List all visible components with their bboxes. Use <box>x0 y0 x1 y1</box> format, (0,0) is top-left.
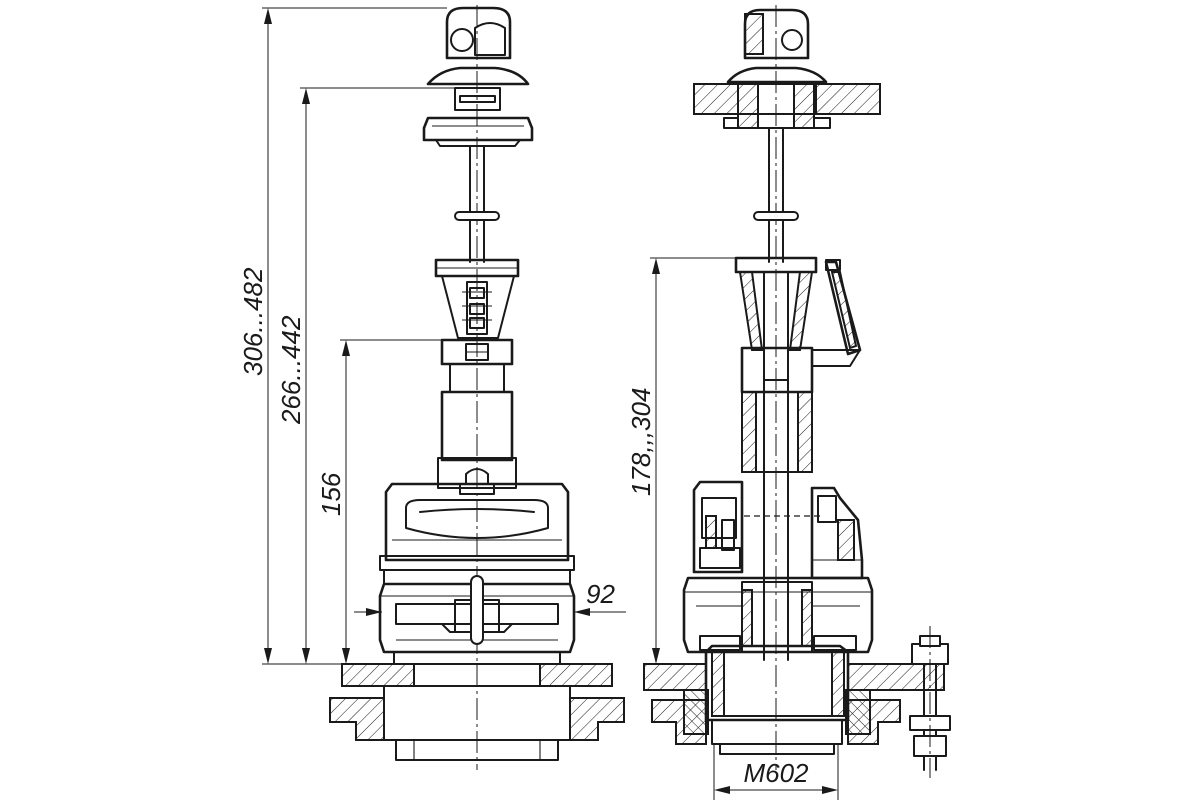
front-knob <box>426 6 530 111</box>
dim-overall-height: 306...482 <box>238 267 268 376</box>
dim-base-height: 156 <box>316 472 346 516</box>
front-body-tube <box>437 390 517 495</box>
section-dimensions: 178,,,304 M602 <box>626 257 839 800</box>
front-cap-plate <box>422 116 534 147</box>
section-knob <box>726 8 828 84</box>
dim-mid-height: 266...442 <box>276 315 306 425</box>
section-bolt <box>909 626 951 778</box>
front-view <box>329 5 625 770</box>
section-view <box>643 5 951 778</box>
front-upper-coupling <box>434 258 520 339</box>
section-body <box>740 346 822 661</box>
front-valve-housing <box>378 482 576 665</box>
section-valve-right <box>810 486 864 580</box>
dim-float-offset: 92 <box>586 579 615 609</box>
section-lower-chamber <box>682 576 874 654</box>
section-funnel <box>734 256 862 381</box>
section-top-slab <box>693 83 881 115</box>
section-sleeve <box>723 81 831 129</box>
front-dimensions: 306...482 266...442 156 92 <box>238 7 626 665</box>
section-drain-floor <box>643 644 945 755</box>
dim-thread: M602 <box>743 758 809 788</box>
dim-section-height: 178,,,304 <box>626 388 656 496</box>
section-valve-left <box>692 480 744 574</box>
front-mount-section <box>329 663 625 761</box>
